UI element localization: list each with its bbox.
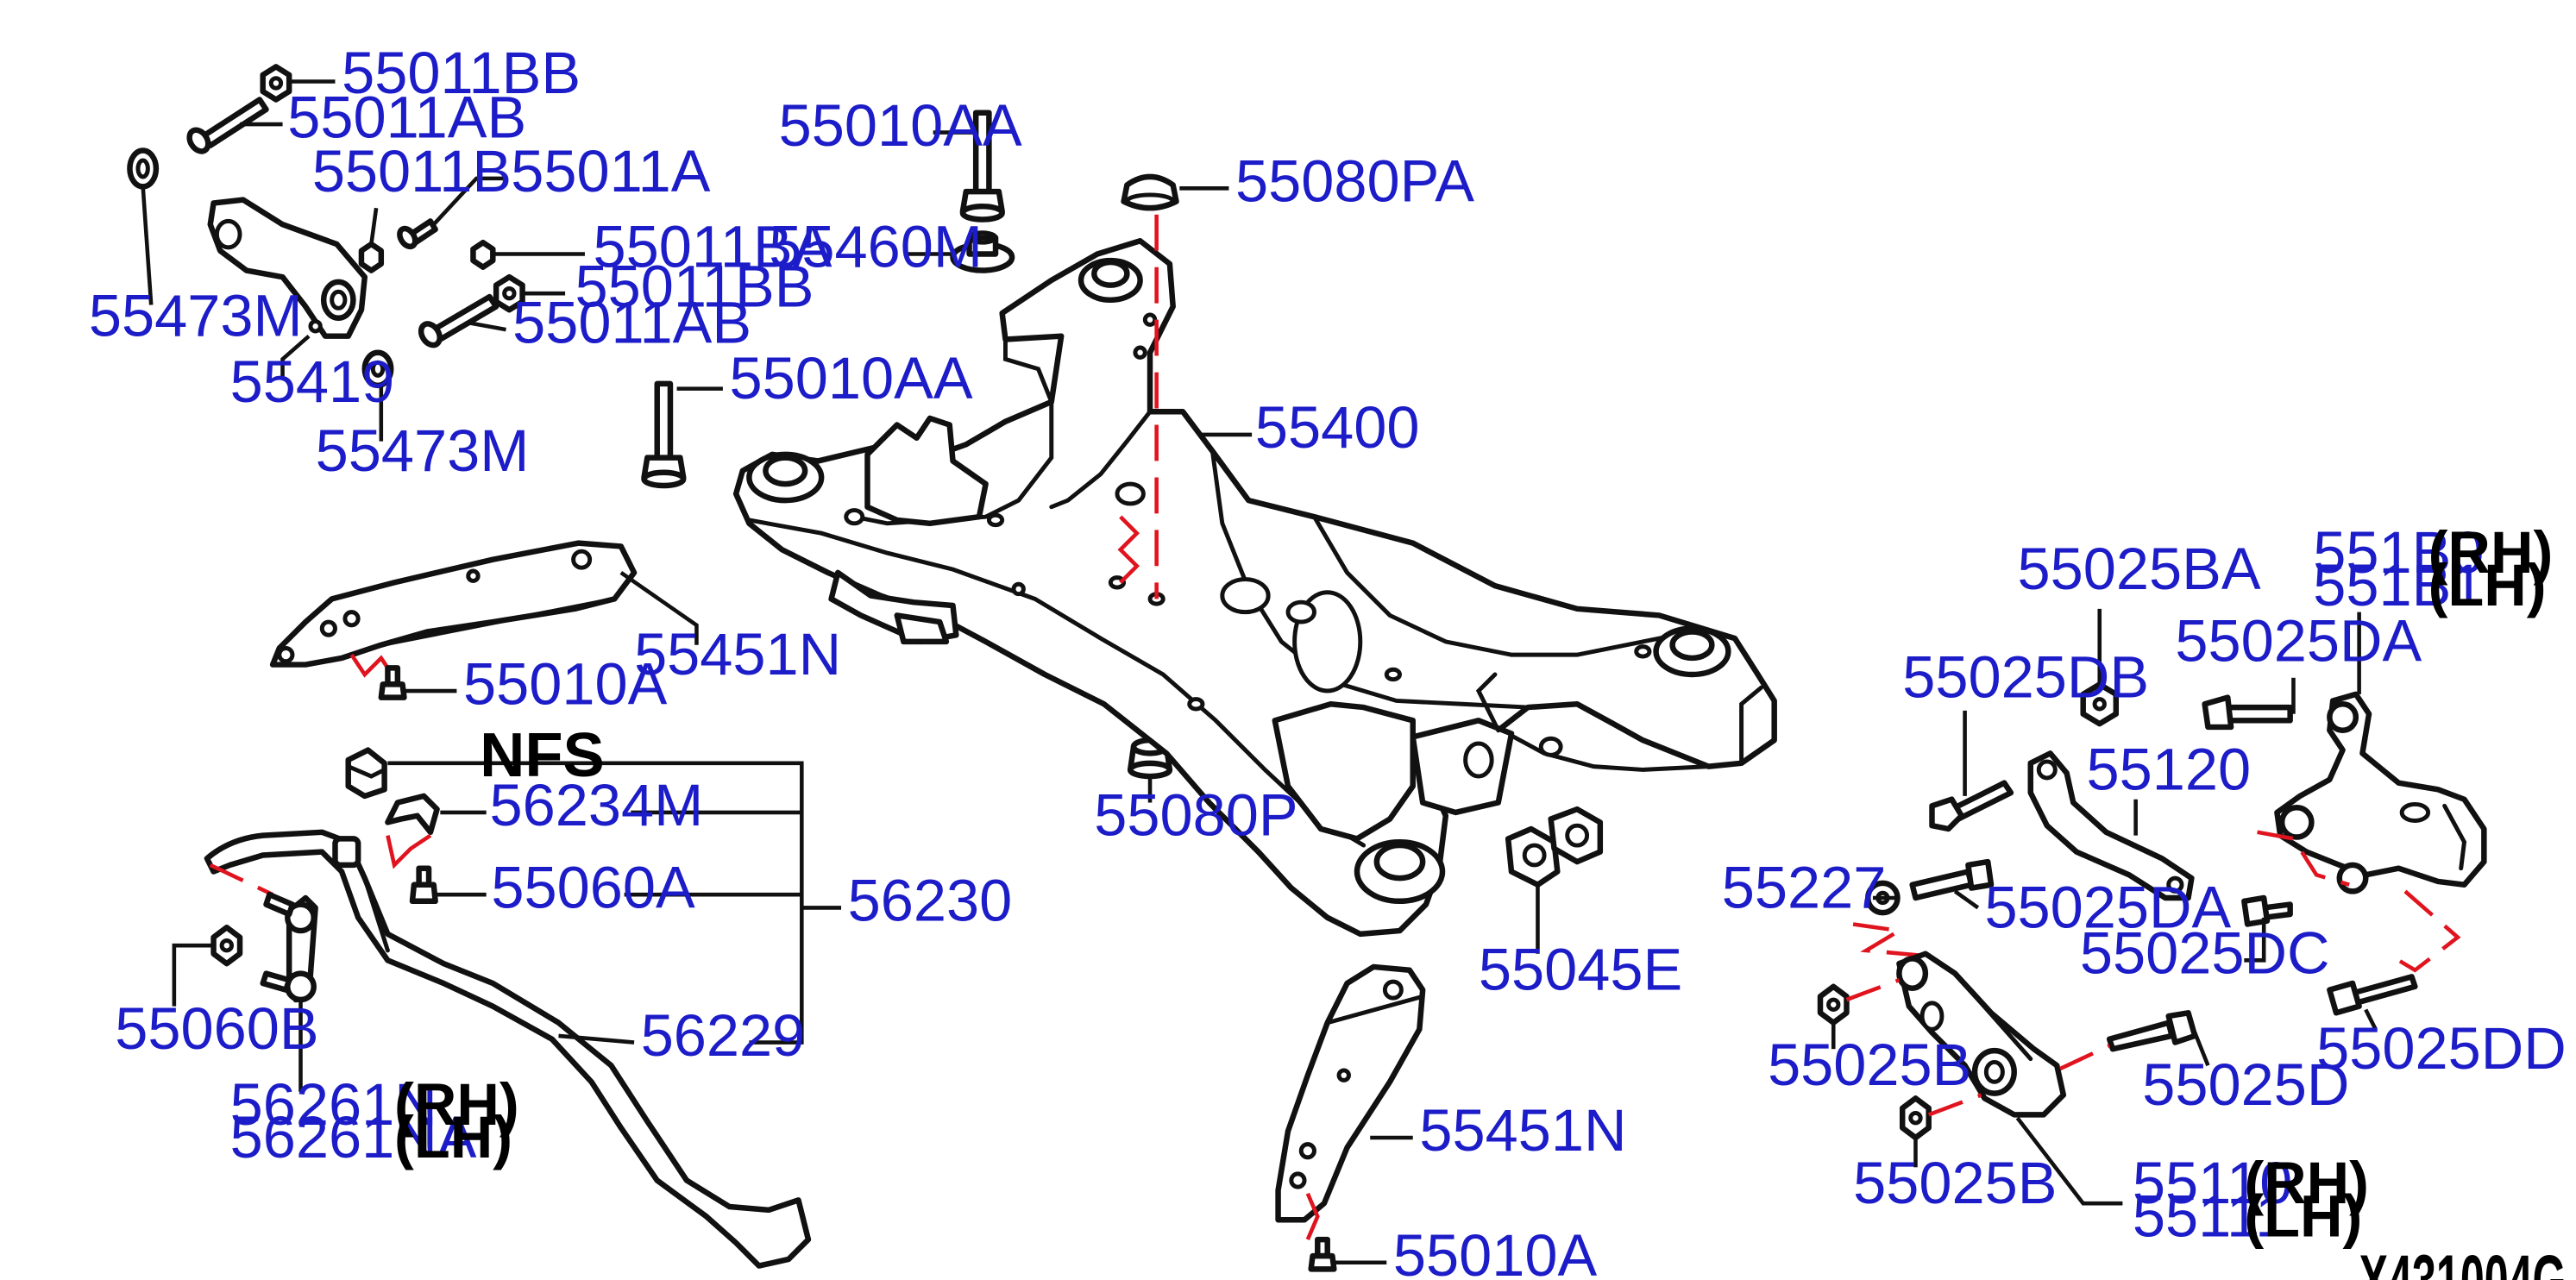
leader-lines — [141, 79, 2378, 1265]
label-56234m: 56234M — [489, 772, 703, 838]
bolt-55011ab-mid — [418, 293, 499, 348]
label-55110: 55110 — [2133, 1150, 2293, 1216]
label-55025d: 55025D — [2142, 1051, 2349, 1118]
washer-55473m-bottom — [361, 349, 394, 389]
bolt-55025da-mid — [1909, 858, 1995, 901]
label-55010a-top: 55010A — [463, 650, 668, 717]
bushing-55080pa — [1121, 173, 1179, 211]
label-56261n: 56261N — [230, 1071, 437, 1138]
bolt-55011ab-top — [186, 97, 269, 154]
label-55011b: 55011B — [312, 138, 512, 204]
label-55010aa-mid: 55010AA — [730, 345, 973, 411]
crossmember-55400 — [732, 238, 1777, 938]
label-55120: 55120 — [2087, 736, 2252, 802]
side-lh-551b1: (LH) — [2428, 552, 2547, 618]
upper-bracket-assembly — [127, 64, 525, 389]
spacer-55045e — [1505, 806, 1604, 888]
side-rh-551b0: (RH) — [2428, 519, 2554, 586]
label-55080p: 55080P — [1094, 782, 1297, 849]
nut-55025b-bottom — [1899, 1095, 1932, 1141]
label-55473m-top: 55473M — [89, 283, 303, 349]
link-56261n — [260, 891, 318, 1003]
nut-55011bb-top — [260, 64, 292, 103]
side-rh-55110: (RH) — [2244, 1150, 2369, 1216]
label-56230: 56230 — [848, 868, 1013, 934]
bolt-55025da-right — [2202, 694, 2293, 731]
label-55080pa: 55080PA — [1235, 148, 1474, 215]
label-55025dc: 55025DC — [2080, 920, 2330, 987]
label-55025b-bottom: 55025B — [1853, 1150, 2057, 1216]
label-55025da-mid: 55025DA — [1984, 874, 2231, 940]
label-55011a: 55011A — [511, 138, 711, 204]
label-55473m-bottom: 55473M — [316, 417, 530, 484]
label-55045e: 55045E — [1479, 937, 1682, 1003]
label-55451n-top: 55451N — [634, 621, 841, 687]
stay-55451n-bottom — [1275, 963, 1426, 1223]
side-lh-56261na: (LH) — [394, 1104, 512, 1170]
label-55010a-bottom: 55010A — [1393, 1222, 1598, 1280]
stay-55451n-top — [269, 540, 638, 668]
mount-55460m — [950, 230, 1015, 273]
label-56261na: 56261NA — [230, 1104, 477, 1170]
label-55025da-right: 55025DA — [2175, 608, 2422, 675]
label-55111: 55111 — [2133, 1183, 2288, 1249]
label-55451n-bottom: 55451N — [1419, 1097, 1626, 1164]
part-labels: 55011BB 55011AB 55011B 55011A 55011BA 55… — [89, 40, 2567, 1280]
label-55025db: 55025DB — [1902, 644, 2149, 711]
side-markers: (RH) (LH) (RH) (LH) (RH) (LH) — [394, 519, 2553, 1249]
nut-55011b — [358, 241, 385, 273]
label-55227: 55227 — [1722, 854, 1887, 920]
label-55011bb-mid: 55011BB — [575, 253, 814, 319]
bolt-55025dc — [2241, 894, 2293, 927]
label-551b1: 551B1 — [2313, 552, 2484, 618]
nut-55011ba — [470, 239, 496, 270]
label-55400: 55400 — [1255, 394, 1420, 461]
label-55060a: 55060A — [491, 854, 695, 920]
label-55011bb-top: 55011BB — [342, 40, 581, 106]
bolt-55010a-bottom — [1308, 1236, 1337, 1272]
nut-55025ba — [2080, 681, 2120, 727]
label-55025ba: 55025BA — [2018, 536, 2261, 602]
nfs-label: NFS — [480, 720, 605, 790]
label-55419: 55419 — [230, 348, 395, 415]
side-rh-56261n: (RH) — [394, 1071, 519, 1138]
bolt-55010aa-top — [959, 110, 1005, 223]
label-55025dd: 55025DD — [2316, 1015, 2567, 1082]
bushing-nfs — [345, 747, 387, 800]
label-55010aa-top: 55010AA — [779, 92, 1022, 159]
bolt-55010a-top — [378, 665, 407, 700]
clamp-56234m — [385, 793, 440, 836]
washer-55473m-top — [127, 147, 160, 190]
stabilizer-bar-56229 — [204, 829, 812, 1269]
bracket-55419 — [207, 197, 368, 339]
side-lh-55111: (LH) — [2244, 1183, 2362, 1249]
label-56229: 56229 — [641, 1002, 806, 1069]
nut-55060b — [210, 925, 243, 967]
label-55060b: 55060B — [115, 995, 318, 1062]
arm-55110 — [1896, 951, 2067, 1118]
nut-55025b-top — [1817, 983, 1850, 1026]
arm-55120 — [2027, 750, 2195, 901]
bolt-55060a — [409, 865, 438, 905]
bolt-55025dd — [2327, 974, 2418, 1016]
label-55460m: 55460M — [769, 214, 983, 280]
bolt-55025db — [1929, 780, 2014, 832]
bolt-55011a — [397, 218, 438, 250]
label-55011ab-top: 55011AB — [287, 84, 526, 150]
label-55025b-top: 55025B — [1768, 1032, 1971, 1098]
label-55011ab-mid: 55011AB — [512, 289, 751, 355]
label-551b0: 551B0 — [2313, 519, 2484, 586]
label-55011ba: 55011BA — [593, 214, 832, 280]
diagram-code: X431004G — [2359, 1239, 2567, 1280]
bolt-55010aa-mid — [641, 380, 687, 489]
bolt-55025d — [2106, 1010, 2198, 1052]
